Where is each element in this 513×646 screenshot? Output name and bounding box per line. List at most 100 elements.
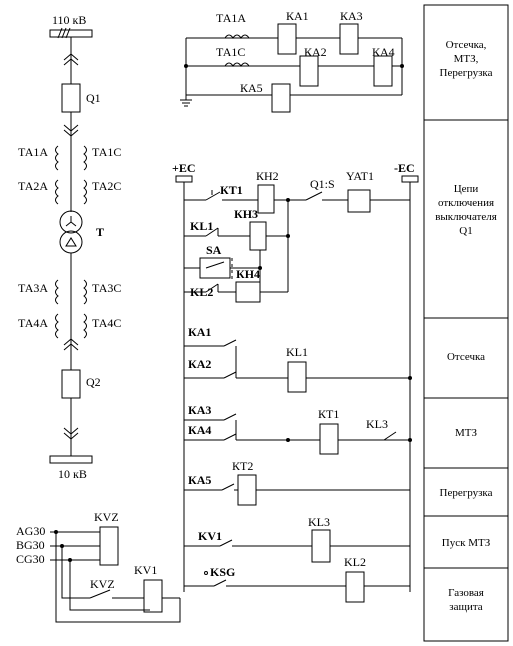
ct-hv-a2-label: ТА2А bbox=[18, 179, 48, 193]
transformer-label: Т bbox=[96, 225, 104, 239]
disconnector-hv-bottom bbox=[63, 124, 79, 137]
relay-coil-kt1 bbox=[319, 423, 339, 455]
section-1-line-1: Отсечка, bbox=[446, 39, 487, 51]
contact-q1s-label: Q1:S bbox=[310, 177, 335, 191]
phase-cg-label: CG30 bbox=[16, 552, 45, 566]
contact-ka4 bbox=[223, 433, 237, 441]
switch-sa bbox=[199, 257, 231, 279]
section-2-line-4: Q1 bbox=[459, 225, 472, 237]
contact-ka4-label: КА4 bbox=[188, 423, 211, 437]
contact-q1s bbox=[305, 191, 323, 201]
disconnector-lv-top bbox=[63, 338, 79, 351]
trip-coil-yat1-label: YAT1 bbox=[346, 169, 374, 183]
breaker-q2 bbox=[61, 369, 81, 399]
relay-coil-kl2 bbox=[345, 571, 365, 603]
relay-coil-ka5-label: КА5 bbox=[240, 81, 263, 95]
ct-lv-c2-label: ТА4С bbox=[92, 316, 121, 330]
relay-coil-ka1 bbox=[277, 23, 297, 55]
section-5: Перегрузка bbox=[440, 487, 493, 499]
transformer-winding-lv bbox=[59, 230, 83, 254]
relay-coil-kvz-label: KVZ bbox=[94, 510, 119, 524]
bus-10kv-label: 10 кВ bbox=[58, 467, 87, 481]
section-2-line-3: выключателя bbox=[435, 211, 497, 223]
transformer-winding-hv bbox=[59, 210, 83, 234]
dc-control-circuit: +ЕС -ЕС КТ1 КН2 Q1:S YAT1 KL1 КН3 bbox=[172, 161, 419, 603]
relay-coil-kh3-label: КН3 bbox=[234, 207, 258, 221]
contact-kt1-label: КТ1 bbox=[220, 183, 243, 197]
relay-coil-kh2-label: КН2 bbox=[256, 169, 279, 183]
relay-coil-kt1-label: КТ1 bbox=[318, 407, 339, 421]
contact-ka3 bbox=[223, 413, 237, 421]
ct-coil-c-current bbox=[224, 62, 250, 67]
contact-kl2-trip bbox=[205, 283, 219, 293]
ct-c-current-label: ТА1С bbox=[216, 45, 245, 59]
relay-coil-ka1-label: КА1 bbox=[286, 9, 309, 23]
relay-coil-ka3 bbox=[339, 23, 359, 55]
relay-coil-kt2-label: КТ2 bbox=[232, 459, 253, 473]
ct-hv-a-label: ТА1А bbox=[18, 145, 48, 159]
contact-ka5-label: КА5 bbox=[188, 473, 211, 487]
relay-coil-ka2 bbox=[299, 55, 319, 87]
section-legend: Отсечка, МТЗ, Перегрузка Цепи отключения… bbox=[423, 4, 509, 642]
ct-hv-c2-label: ТА2С bbox=[92, 179, 121, 193]
ct-coil-hv-c bbox=[83, 145, 87, 205]
contact-kl3-label: KL3 bbox=[366, 417, 388, 431]
bus-10kv bbox=[49, 455, 93, 464]
disconnector-hv-top bbox=[63, 53, 79, 66]
relay-coil-kl3-label: KL3 bbox=[308, 515, 330, 529]
ct-lv-a2-label: ТА4А bbox=[18, 316, 48, 330]
relay-coil-ka5 bbox=[271, 83, 291, 113]
contact-kv1 bbox=[219, 539, 233, 547]
trip-coil-yat1 bbox=[347, 189, 371, 213]
contact-ka1-label: КА1 bbox=[188, 325, 211, 339]
contact-ka5 bbox=[221, 483, 235, 491]
contact-ka2-label: КА2 bbox=[188, 357, 211, 371]
relay-coil-kh4 bbox=[235, 281, 261, 303]
contact-kvz-label: KVZ bbox=[90, 577, 115, 591]
ct-coil-a-current bbox=[224, 34, 250, 39]
plus-bus-label: +ЕС bbox=[172, 161, 196, 175]
relay-coil-kh4-label: КН4 bbox=[236, 267, 260, 281]
section-4: МТЗ bbox=[455, 427, 478, 439]
relay-coil-kvz bbox=[99, 526, 119, 566]
breaker-q2-label: Q2 bbox=[86, 375, 101, 389]
relay-coil-kh2 bbox=[257, 184, 275, 214]
relay-coil-kl2-label: KL2 bbox=[344, 555, 366, 569]
phase-ag-label: AG30 bbox=[16, 524, 45, 538]
section-1-line-3: Перегрузка bbox=[440, 67, 493, 79]
contact-ka1 bbox=[223, 339, 237, 347]
ct-coil-hv-a bbox=[55, 145, 59, 205]
ct-coil-lv-a bbox=[55, 279, 59, 339]
disconnector-lv-bottom bbox=[63, 427, 79, 440]
contact-kl2-trip-label: KL2 bbox=[190, 285, 213, 299]
section-3: Отсечка bbox=[447, 351, 485, 363]
section-7-line-2: защита bbox=[449, 601, 483, 613]
current-circuit: ТА1А ТА1С КА1 КА3 КА2 КА4 КА5 bbox=[180, 9, 404, 113]
relay-coil-kv1 bbox=[143, 579, 163, 613]
contact-kl1-label: KL1 bbox=[190, 219, 213, 233]
contact-ka3-label: КА3 bbox=[188, 403, 211, 417]
contact-kl1 bbox=[205, 227, 219, 237]
ct-coil-lv-c bbox=[83, 279, 87, 339]
single-line-diagram: 110 кВ Q1 ТА1А ТА1С ТА2А ТА2С Т ТА3А ТА3… bbox=[18, 13, 121, 481]
breaker-q1-label: Q1 bbox=[86, 91, 101, 105]
contact-kv1-label: KV1 bbox=[198, 529, 222, 543]
voltage-circuit: AG30 BG30 CG30 KVZ KVZ KV1 bbox=[16, 510, 181, 623]
contact-kl3 bbox=[383, 431, 397, 441]
phase-bg-label: BG30 bbox=[16, 538, 45, 552]
breaker-q1 bbox=[61, 83, 81, 113]
relay-coil-ka3-label: КА3 bbox=[340, 9, 363, 23]
section-1-line-2: МТЗ, bbox=[454, 53, 479, 65]
switch-sa-label: SA bbox=[206, 243, 222, 257]
section-7-line-1: Газовая bbox=[448, 587, 484, 599]
minus-bus-label: -ЕС bbox=[394, 161, 415, 175]
relay-coil-ka4-label: КА4 bbox=[372, 45, 395, 59]
ct-hv-c-label: ТА1С bbox=[92, 145, 121, 159]
contact-kvz bbox=[89, 589, 111, 599]
section-2-line-1: Цепи bbox=[454, 183, 479, 195]
relay-coil-kh3 bbox=[249, 221, 267, 251]
contact-kt1 bbox=[205, 190, 221, 201]
relay-coil-kl1-label: KL1 bbox=[286, 345, 308, 359]
relay-coil-ka4 bbox=[373, 55, 393, 87]
